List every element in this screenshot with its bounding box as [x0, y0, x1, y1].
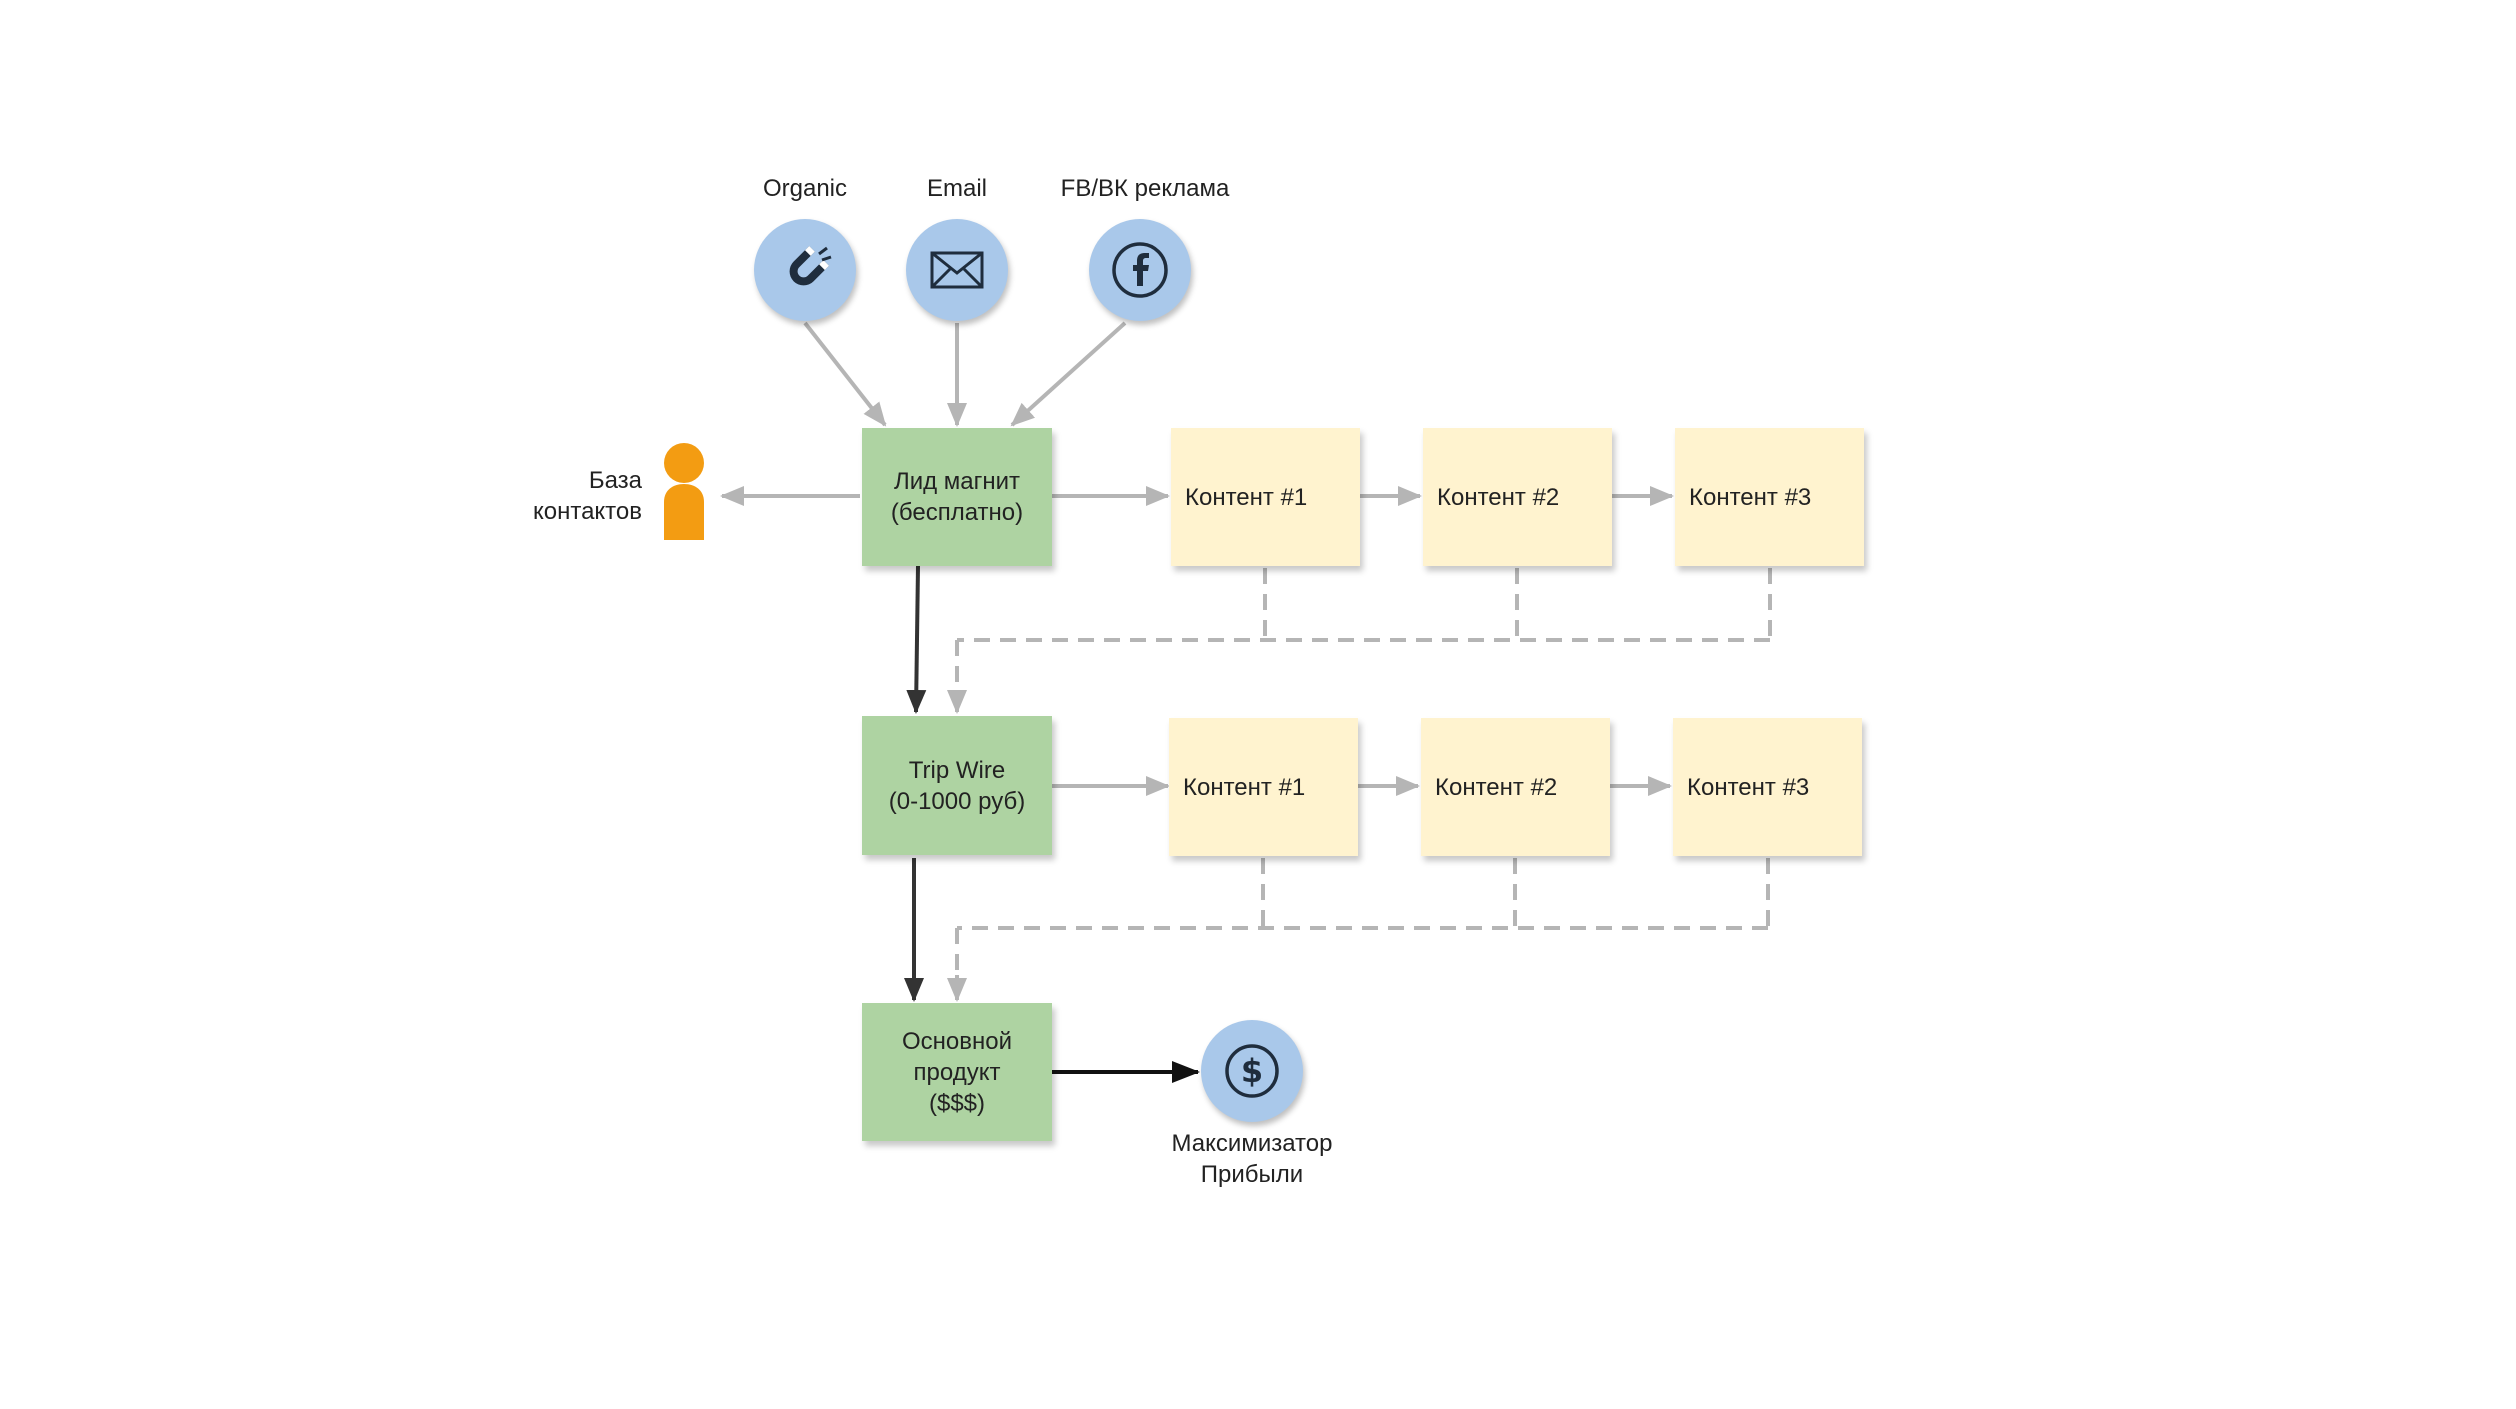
core-product-line1: Основной: [901, 1027, 1013, 1055]
arrow-fb-to-lead: [1010, 321, 1127, 427]
source-label-organic: Organic: [762, 175, 848, 202]
source-label-fb-vk: FB/ВК реклама: [1060, 175, 1230, 202]
source-label-email: Email: [926, 175, 987, 202]
row2-content-2-label: Контент #2: [1435, 773, 1558, 801]
row1-content-2[interactable]: Контент #2: [1423, 428, 1612, 566]
person-icon: [664, 443, 704, 540]
profit-label-line1: Максимизатор: [1171, 1130, 1333, 1157]
row2-content-1-label: Контент #1: [1183, 773, 1306, 801]
lead-magnet-line1: Лид магнит: [893, 468, 1021, 495]
dashed-return-row1: [955, 568, 1772, 700]
row1-content-3-label: Контент #3: [1689, 483, 1812, 511]
organic-source[interactable]: [754, 219, 856, 321]
lead-magnet-box[interactable]: Лид магнит (бесплатно): [862, 428, 1052, 566]
svg-text:$: $: [1241, 1052, 1263, 1090]
magnet-icon: [789, 245, 832, 286]
arrow-lead-to-tripwire: [906, 565, 927, 714]
profit-label-line2: Прибыли: [1200, 1161, 1304, 1188]
facebook-icon: [1112, 242, 1168, 298]
row1-content-1-label: Контент #1: [1185, 483, 1308, 511]
row1-content-3[interactable]: Контент #3: [1675, 428, 1864, 566]
core-product-box[interactable]: Основной продукт ($$$): [862, 1003, 1052, 1141]
tripwire-box[interactable]: Trip Wire (0-1000 руб): [862, 716, 1052, 855]
dashed-return-row2: [955, 858, 1770, 985]
tripwire-line1: Trip Wire: [908, 756, 1006, 784]
contacts-label-line1: База: [588, 467, 642, 494]
row2-content-3-label: Контент #3: [1687, 773, 1810, 801]
row2-content-2[interactable]: Контент #2: [1421, 718, 1610, 856]
fb-vk-ads-source[interactable]: [1089, 219, 1191, 321]
row2-content-1[interactable]: Контент #1: [1169, 718, 1358, 856]
core-product-line2: продукт: [913, 1058, 1001, 1086]
tripwire-line2: (0-1000 руб): [888, 787, 1026, 815]
contacts-label: База контактов: [500, 465, 642, 527]
profit-maximizer-label: Максимизатор Прибыли: [1142, 1128, 1362, 1190]
arrow-organic-to-lead: [803, 321, 887, 427]
dollar-icon: $: [1225, 1044, 1279, 1098]
row2-content-3[interactable]: Контент #3: [1673, 718, 1862, 856]
row1-content-1[interactable]: Контент #1: [1171, 428, 1360, 566]
contacts-label-line2: контактов: [532, 498, 642, 525]
row1-content-2-label: Контент #2: [1437, 483, 1560, 511]
core-product-line3: ($$$): [928, 1089, 986, 1117]
lead-magnet-line2: (бесплатно): [890, 499, 1024, 526]
email-source[interactable]: [906, 219, 1008, 321]
profit-maximizer[interactable]: $: [1201, 1020, 1303, 1122]
envelope-icon: [930, 251, 984, 289]
